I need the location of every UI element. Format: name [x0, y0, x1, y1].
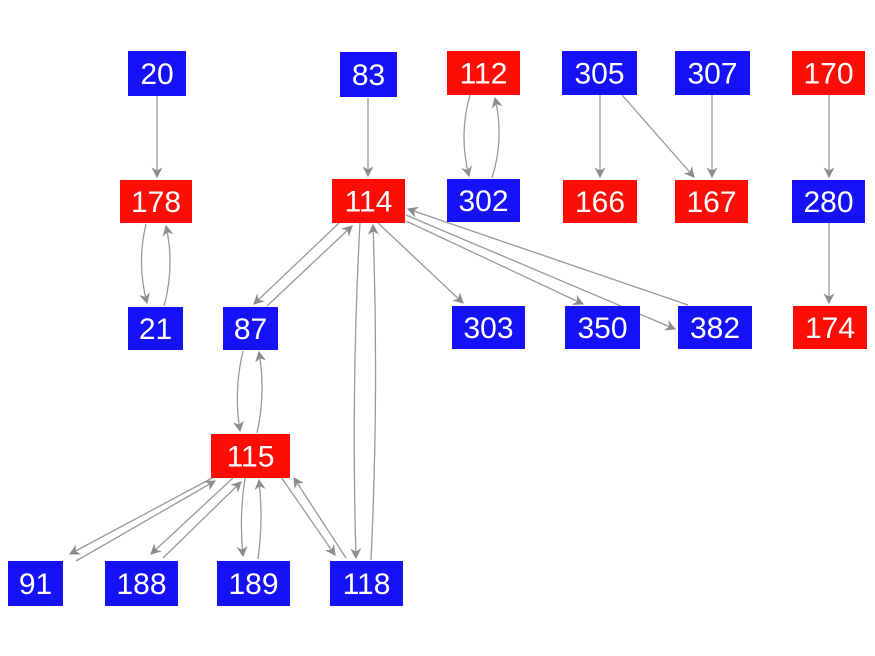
- node-280: 280: [792, 180, 865, 223]
- edge-87-114: [266, 225, 353, 307]
- node-305-box: [562, 51, 637, 95]
- edge-178-21: [139, 223, 150, 305]
- node-302-label: 302: [458, 185, 508, 218]
- edge-115-87: [255, 350, 267, 434]
- node-83-box: [340, 52, 397, 97]
- node-350-box: [565, 306, 640, 349]
- edge-115-189: [236, 477, 248, 558]
- node-303-label: 303: [463, 312, 513, 345]
- edge-91-115: [75, 480, 217, 562]
- node-83: 83: [340, 52, 397, 97]
- node-115-label: 115: [227, 441, 275, 474]
- node-307-box: [675, 51, 750, 95]
- node-118: 118: [330, 561, 403, 606]
- node-20: 20: [128, 51, 186, 96]
- edge-87-115: [233, 350, 244, 433]
- node-118-box: [330, 561, 403, 606]
- node-174-box: [793, 306, 867, 349]
- edge-115-118: [280, 476, 336, 556]
- node-302-box: [447, 179, 520, 222]
- node-302: 302: [447, 179, 520, 222]
- node-178-box: [120, 180, 192, 223]
- edge-188-115: [162, 481, 242, 559]
- node-166: 166: [563, 180, 637, 223]
- node-382-box: [678, 306, 752, 349]
- node-166-label: 166: [575, 186, 625, 219]
- node-91-label: 91: [19, 568, 52, 601]
- edge-118-115: [293, 477, 347, 559]
- node-188-label: 188: [116, 568, 166, 601]
- edge-114-118: [350, 222, 362, 560]
- node-20-box: [128, 51, 186, 96]
- node-188: 188: [105, 561, 178, 606]
- node-178: 178: [120, 180, 192, 223]
- node-189: 189: [217, 561, 290, 606]
- node-115-box: [211, 434, 290, 478]
- edge-112-302: [461, 94, 472, 178]
- edge-114-87: [253, 222, 340, 305]
- node-350-label: 350: [577, 312, 627, 345]
- edge-114-350: [405, 220, 585, 305]
- edge-302-112: [491, 96, 503, 179]
- node-87: 87: [223, 307, 278, 350]
- node-118-label: 118: [343, 568, 391, 601]
- node-305: 305: [562, 51, 637, 95]
- node-112: 112: [447, 51, 520, 95]
- node-307: 307: [675, 51, 750, 95]
- node-307-label: 307: [687, 58, 737, 91]
- node-382-label: 382: [690, 312, 740, 345]
- node-114-label: 114: [345, 186, 393, 219]
- node-91: 91: [8, 561, 63, 606]
- node-280-box: [792, 180, 865, 223]
- node-170-label: 170: [803, 58, 853, 91]
- node-112-label: 112: [460, 58, 508, 91]
- node-178-label: 178: [131, 186, 181, 219]
- edge-21-178: [162, 224, 174, 307]
- node-20-label: 20: [140, 58, 173, 91]
- node-114: 114: [332, 179, 405, 223]
- node-112-box: [447, 51, 520, 95]
- node-305-label: 305: [574, 58, 624, 91]
- node-167-label: 167: [686, 186, 736, 219]
- node-115: 115: [211, 434, 290, 478]
- node-303-box: [452, 306, 525, 349]
- node-21-box: [128, 307, 183, 350]
- node-87-label: 87: [234, 313, 267, 346]
- node-382: 382: [678, 306, 752, 349]
- node-189-box: [217, 561, 290, 606]
- edge-115-188: [150, 477, 234, 555]
- node-167: 167: [675, 180, 748, 223]
- node-21: 21: [128, 307, 183, 350]
- node-91-box: [8, 561, 63, 606]
- node-189-label: 189: [228, 568, 278, 601]
- edge-118-114: [367, 223, 379, 561]
- node-174: 174: [793, 306, 867, 349]
- node-87-box: [223, 307, 278, 350]
- node-188-box: [105, 561, 178, 606]
- edge-382-114: [406, 206, 689, 306]
- node-170: 170: [792, 51, 865, 95]
- node-350: 350: [565, 306, 640, 349]
- node-303: 303: [452, 306, 525, 349]
- node-21-label: 21: [139, 313, 172, 346]
- node-174-label: 174: [805, 312, 855, 345]
- node-83-label: 83: [352, 59, 385, 92]
- node-170-box: [792, 51, 865, 95]
- node-166-box: [563, 180, 637, 223]
- edge-305-167: [621, 94, 695, 178]
- edge-189-115: [254, 478, 266, 560]
- node-280-label: 280: [803, 186, 853, 219]
- node-114-box: [332, 179, 405, 223]
- edge-115-91: [68, 476, 215, 555]
- node-167-box: [675, 180, 748, 223]
- edge-114-303: [377, 222, 464, 304]
